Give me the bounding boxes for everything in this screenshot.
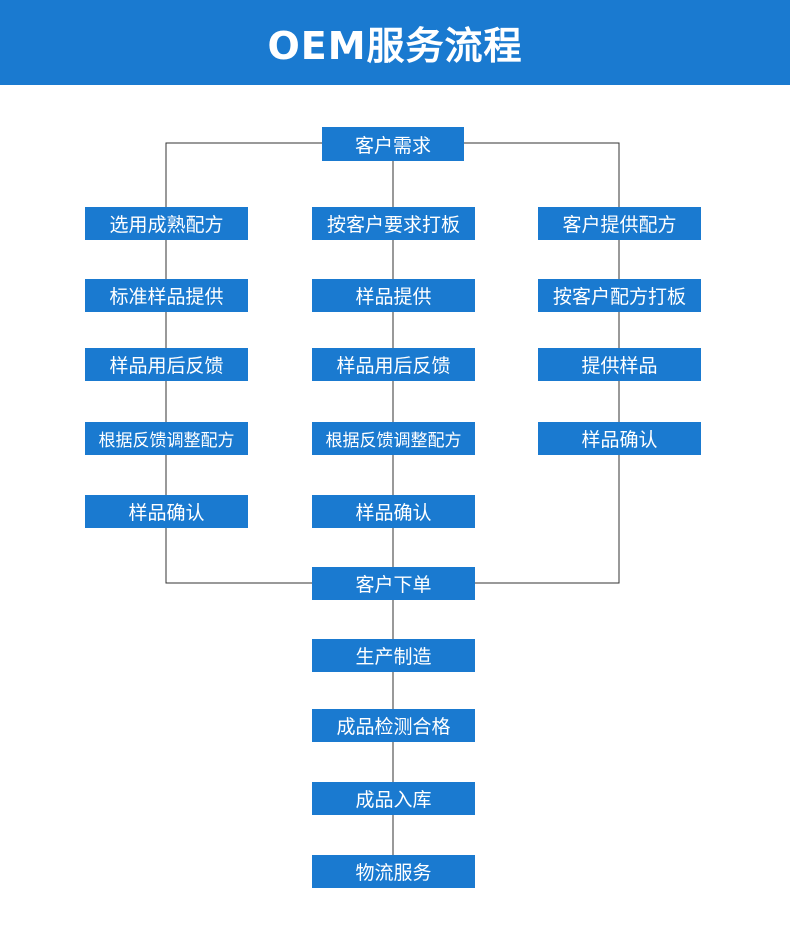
- node-center-1: 按客户要求打板: [312, 207, 475, 240]
- connector-right-merge: [475, 455, 620, 584]
- connector-root-left: [165, 142, 322, 207]
- node-center-4: 根据反馈调整配方: [312, 422, 475, 455]
- node-warehousing: 成品入库: [312, 782, 475, 815]
- node-center-3: 样品用后反馈: [312, 348, 475, 381]
- node-right-3: 提供样品: [538, 348, 701, 381]
- node-right-4: 样品确认: [538, 422, 701, 455]
- node-left-5: 样品确认: [85, 495, 248, 528]
- node-center-5: 样品确认: [312, 495, 475, 528]
- connector-left-merge: [165, 528, 312, 584]
- node-customer-demand: 客户需求: [322, 127, 464, 161]
- node-inspection: 成品检测合格: [312, 709, 475, 742]
- page-title: OEM服务流程: [267, 24, 523, 68]
- node-logistics: 物流服务: [312, 855, 475, 888]
- node-left-2: 标准样品提供: [85, 279, 248, 312]
- node-right-2: 按客户配方打板: [538, 279, 701, 312]
- node-order: 客户下单: [312, 567, 475, 600]
- node-left-1: 选用成熟配方: [85, 207, 248, 240]
- connector-root-right: [464, 142, 620, 207]
- node-right-1: 客户提供配方: [538, 207, 701, 240]
- node-center-2: 样品提供: [312, 279, 475, 312]
- node-production: 生产制造: [312, 639, 475, 672]
- node-left-3: 样品用后反馈: [85, 348, 248, 381]
- title-banner: OEM服务流程: [0, 0, 790, 85]
- node-left-4: 根据反馈调整配方: [85, 422, 248, 455]
